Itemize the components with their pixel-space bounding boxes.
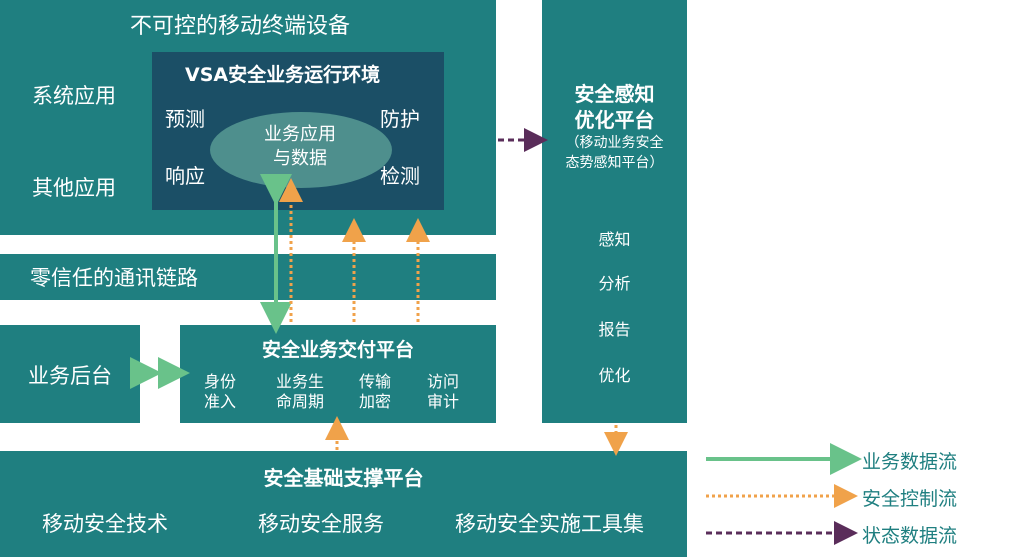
foundation-item-tech: 移动安全技术 [42, 512, 168, 536]
awareness-item-optimize: 优化 [598, 366, 631, 385]
vsa-respond: 响应 [165, 164, 205, 188]
awareness-item-analyze: 分析 [598, 274, 631, 293]
awareness-title-2: 优化平台 [574, 108, 655, 132]
delivery-item-audit-1: 访问 [426, 372, 459, 391]
backend-label: 业务后台 [28, 364, 112, 388]
terminal-title: 不可控的移动终端设备 [130, 14, 351, 39]
vsa-protect: 防护 [380, 107, 420, 131]
delivery-title: 安全业务交付平台 [261, 339, 414, 361]
delivery-item-encrypt-2: 加密 [358, 392, 391, 411]
core-ellipse [210, 112, 392, 188]
legend-status-label: 状态数据流 [862, 525, 958, 547]
awareness-sub-1: （移动业务安全 [565, 135, 664, 151]
delivery-item-audit-2: 审计 [426, 392, 459, 411]
legend-business-label: 业务数据流 [862, 451, 958, 473]
zero-trust-box [0, 254, 496, 300]
delivery-item-identity-2: 准入 [203, 392, 236, 411]
system-apps-label: 系统应用 [32, 84, 116, 108]
core-line2: 与数据 [273, 148, 327, 169]
vsa-title: VSA安全业务运行环境 [185, 64, 381, 86]
legend-control-label: 安全控制流 [862, 488, 958, 510]
foundation-item-tools: 移动安全实施工具集 [455, 512, 644, 536]
zero-trust-label: 零信任的通讯链路 [30, 266, 198, 290]
awareness-item-sense: 感知 [598, 230, 631, 249]
awareness-item-report: 报告 [598, 320, 631, 339]
core-line1: 业务应用 [264, 124, 336, 145]
vsa-detect: 检测 [380, 164, 420, 188]
delivery-item-lifecycle-2: 命周期 [275, 392, 324, 411]
delivery-platform-box [180, 325, 496, 423]
delivery-item-identity-1: 身份 [203, 372, 236, 391]
vsa-predict: 预测 [165, 107, 205, 131]
other-apps-label: 其他应用 [32, 176, 116, 200]
delivery-item-lifecycle-1: 业务生 [275, 372, 324, 391]
foundation-item-service: 移动安全服务 [258, 512, 384, 536]
awareness-platform-box [542, 0, 687, 423]
delivery-item-encrypt-1: 传输 [358, 372, 391, 391]
foundation-platform-box [0, 451, 687, 557]
backend-box [0, 325, 140, 423]
awareness-sub-2: 态势感知平台） [565, 155, 664, 171]
foundation-title: 安全基础支撑平台 [263, 466, 424, 490]
awareness-title-1: 安全感知 [574, 82, 655, 106]
